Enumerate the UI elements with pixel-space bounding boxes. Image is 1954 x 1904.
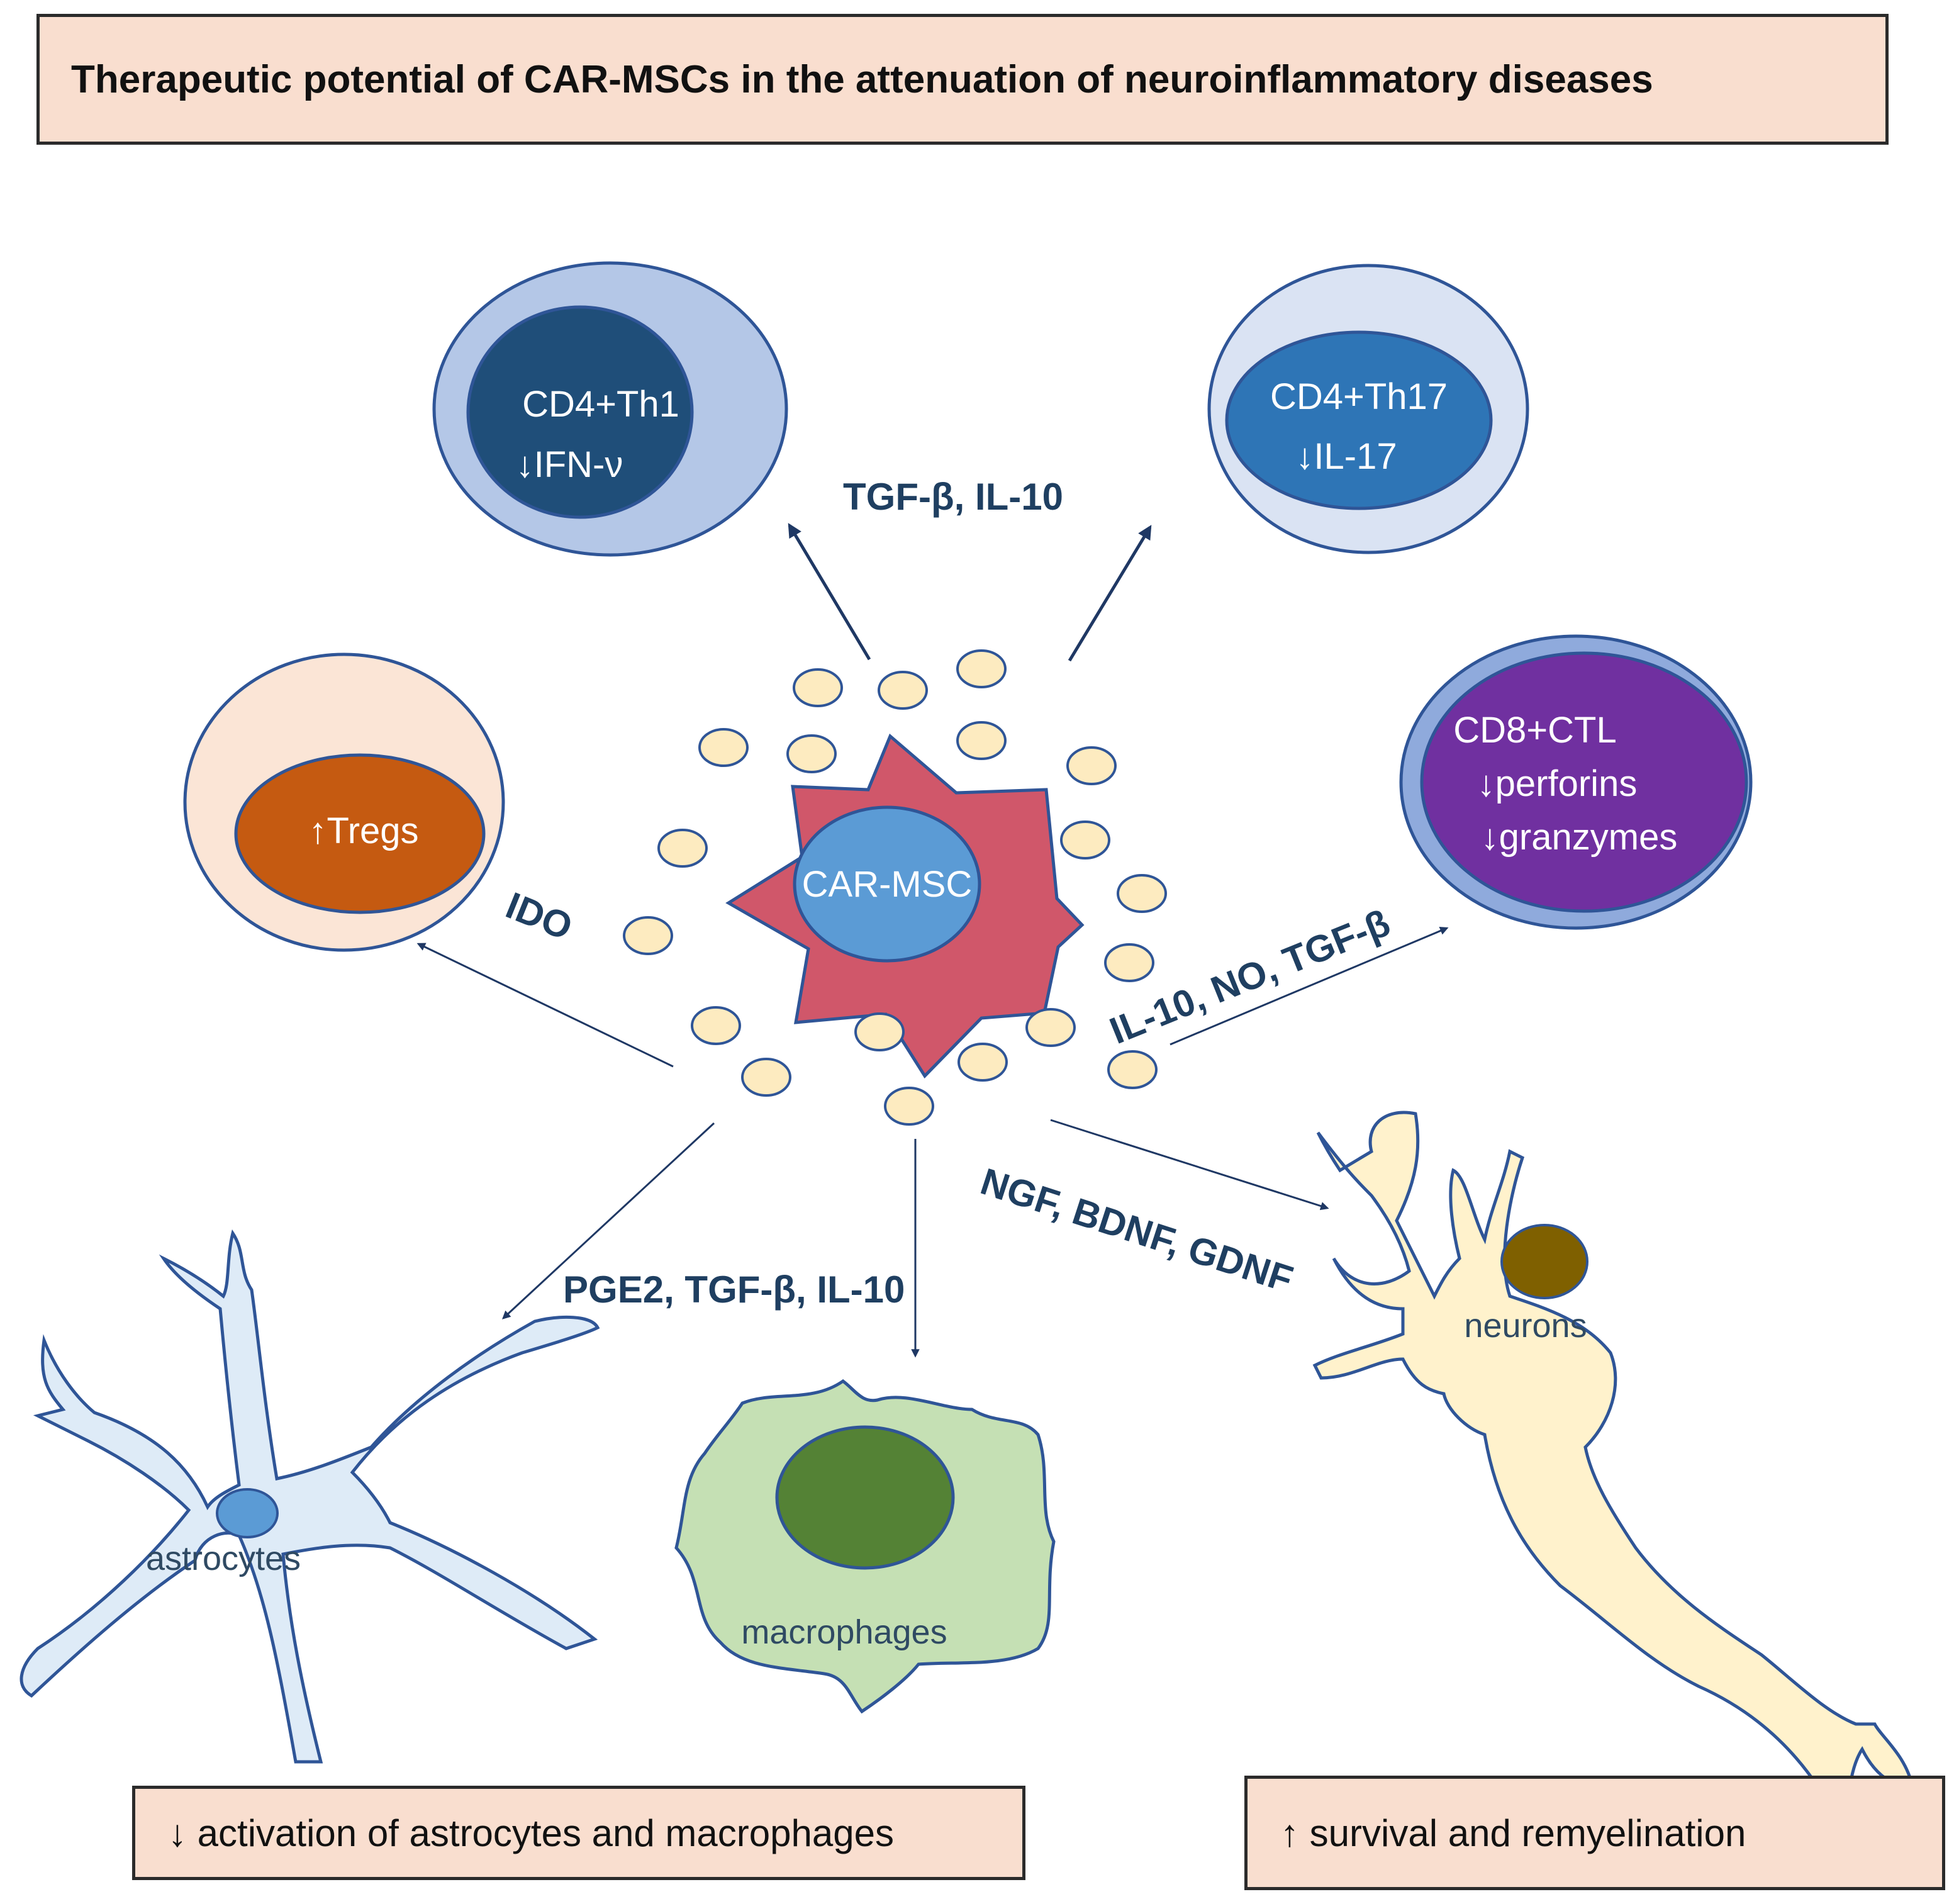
- mediator-t-cells: TGF-β, IL-10: [843, 476, 1063, 518]
- tregs-label: ↑Tregs: [308, 810, 418, 851]
- diagram-title: Therapeutic potential of CAR-MSCs in the…: [71, 57, 1653, 101]
- vesicle: [698, 728, 749, 767]
- vesicle: [956, 649, 1007, 688]
- arrow-to-ctl: [1170, 926, 1449, 1046]
- th17-cell: CD4+Th17 ↓IL-17: [1207, 264, 1529, 554]
- vesicle: [691, 1006, 741, 1045]
- vesicle: [623, 916, 673, 955]
- astrocytes-label: astrocytes: [146, 1540, 301, 1577]
- mediator-tregs: IDO: [500, 884, 578, 948]
- mediator-ctl: IL-10, NO, TGF-β: [1104, 902, 1396, 1052]
- vesicles: [623, 649, 1167, 1126]
- outcome-right-text: ↑ survival and remyelination: [1280, 1812, 1746, 1854]
- th17-label: CD4+Th17: [1270, 376, 1448, 417]
- ctl-granzymes: ↓granzymes: [1481, 817, 1678, 858]
- car-msc-label: CAR-MSC: [802, 864, 973, 905]
- outcome-right-box: ↑ survival and remyelination: [1244, 1776, 1945, 1890]
- ctl-perforins: ↓perforins: [1477, 763, 1638, 804]
- mediator-glia: PGE2, TGF-β, IL-10: [563, 1268, 905, 1311]
- vesicle: [1060, 820, 1110, 860]
- neurons-label: neurons: [1464, 1307, 1587, 1345]
- vesicle: [957, 1043, 1008, 1082]
- arrows: [416, 523, 1449, 1358]
- vesicle: [884, 1087, 934, 1126]
- mediator-neurons: NGF, BDNF, GDNF: [976, 1160, 1298, 1301]
- title-box: Therapeutic potential of CAR-MSCs in the…: [36, 14, 1889, 145]
- vesicle: [793, 668, 843, 707]
- astrocyte-cell: astrocytes: [20, 1229, 600, 1764]
- vesicle: [878, 671, 928, 710]
- arrow-to-tregs: [416, 943, 674, 1068]
- arrow-to-th17: [1068, 525, 1152, 662]
- car-msc-cell: CAR-MSC: [725, 733, 1085, 1079]
- macrophage-cell: macrophages: [674, 1379, 1056, 1714]
- vesicle: [1104, 943, 1154, 982]
- th1-cell: CD4+Th1 ↓IFN-ν: [432, 261, 788, 557]
- arrow-to-th1: [788, 523, 871, 661]
- vesicle: [657, 829, 708, 868]
- ctl-label: CD8+CTL: [1453, 710, 1616, 751]
- macrophages-label: macrophages: [741, 1613, 947, 1651]
- th1-label: CD4+Th1: [522, 384, 679, 425]
- vesicle: [786, 734, 837, 773]
- vesicle: [956, 721, 1007, 760]
- ctl-cell: CD8+CTL ↓perforins ↓granzymes: [1399, 634, 1753, 930]
- neuron-cell: neurons: [1312, 1111, 1915, 1884]
- vesicle: [1107, 1050, 1158, 1089]
- th17-cytokine: ↓IL-17: [1295, 436, 1397, 477]
- th1-cytokine: ↓IFN-ν: [516, 444, 623, 485]
- vesicle: [854, 1012, 905, 1051]
- vesicle: [1117, 874, 1167, 913]
- vesicle: [741, 1058, 791, 1097]
- arrow-to-astrocytes: [502, 1122, 715, 1319]
- outcome-left-text: ↓ activation of astrocytes and macrophag…: [168, 1812, 894, 1854]
- tregs-cell: ↑Tregs: [183, 652, 505, 952]
- outcome-left-box: ↓ activation of astrocytes and macrophag…: [132, 1786, 1025, 1880]
- arrow-to-neurons: [1050, 1119, 1329, 1211]
- vesicle: [1066, 746, 1117, 785]
- vesicle: [1025, 1008, 1076, 1047]
